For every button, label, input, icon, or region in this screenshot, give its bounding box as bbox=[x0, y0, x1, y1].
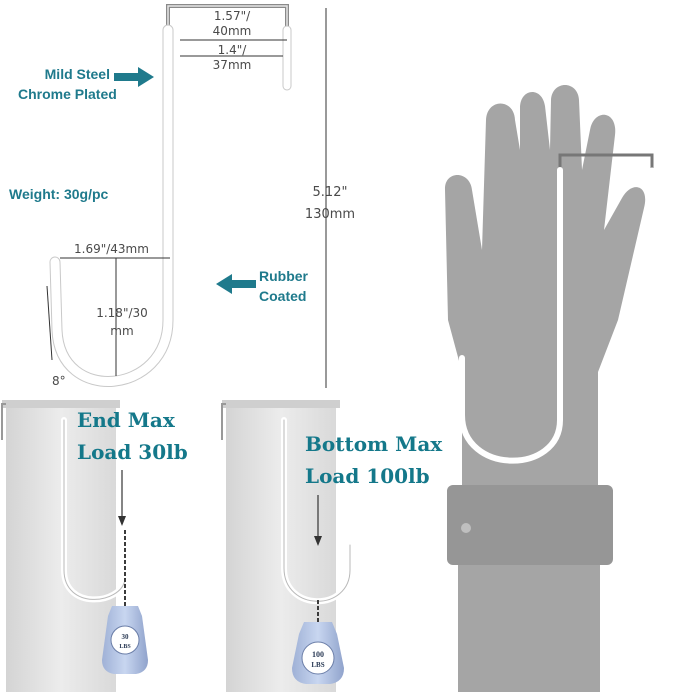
bottom-load-label: Bottom Max Load 100lb bbox=[305, 428, 442, 492]
top-outer-dimension: 1.57"/ 40mm bbox=[200, 9, 264, 39]
arrow-icon-coating bbox=[216, 274, 256, 294]
top-inner-line2: 37mm bbox=[212, 58, 252, 72]
top-inner-dimension: 1.4"/ 37mm bbox=[200, 43, 264, 73]
end-load-label: End Max Load 30lb bbox=[77, 404, 188, 468]
weight-30-value: 30 bbox=[122, 633, 130, 641]
dimension-lines bbox=[46, 8, 327, 388]
height-dimension: 5.12" 130mm bbox=[298, 182, 362, 226]
main-hook bbox=[49, 4, 292, 387]
height-line1: 5.12" bbox=[312, 185, 348, 200]
weight-30-unit: LBS bbox=[119, 644, 131, 650]
weight-100-value: 100 bbox=[312, 650, 324, 659]
coating-line2: Coated bbox=[259, 288, 307, 304]
hook-depth-dimension: 1.18"/30 mm bbox=[86, 304, 158, 340]
material-line2: Chrome Plated bbox=[18, 86, 117, 102]
weight-callout: Weight: 30g/pc bbox=[9, 186, 109, 202]
end-load-line1: End Max bbox=[77, 408, 175, 432]
bottom-load-line2: Load 100lb bbox=[305, 464, 430, 488]
top-outer-line1: 1.57"/ bbox=[213, 9, 251, 23]
arrowhead-bottom bbox=[314, 536, 322, 546]
angle-dimension: 8° bbox=[52, 374, 66, 388]
hook-on-hand bbox=[459, 153, 655, 464]
hook-depth-line2: mm bbox=[110, 324, 134, 338]
top-inner-line1: 1.4"/ bbox=[217, 43, 247, 57]
coating-line1: Rubber bbox=[259, 268, 308, 284]
height-line2: 130mm bbox=[304, 207, 356, 222]
hand-silhouette bbox=[444, 85, 646, 692]
material-line1: Mild Steel bbox=[44, 66, 110, 82]
end-load-line2: Load 30lb bbox=[77, 440, 188, 464]
weight-30 bbox=[102, 606, 148, 674]
hook-end-load bbox=[61, 417, 128, 603]
hook-width-dimension: 1.69"/43mm bbox=[74, 242, 149, 256]
arrow-icon-material bbox=[114, 67, 154, 87]
coating-callout: Rubber Coated bbox=[259, 266, 308, 306]
arrowhead-end bbox=[118, 516, 126, 526]
weight-100 bbox=[292, 622, 344, 684]
hook-depth-line1: 1.18"/30 bbox=[96, 306, 148, 320]
material-callout: Mild Steel Chrome Plated bbox=[18, 64, 117, 104]
bottom-load-line1: Bottom Max bbox=[305, 432, 443, 456]
weight-100-unit: LBS bbox=[311, 661, 324, 669]
top-outer-line2: 40mm bbox=[212, 24, 252, 38]
